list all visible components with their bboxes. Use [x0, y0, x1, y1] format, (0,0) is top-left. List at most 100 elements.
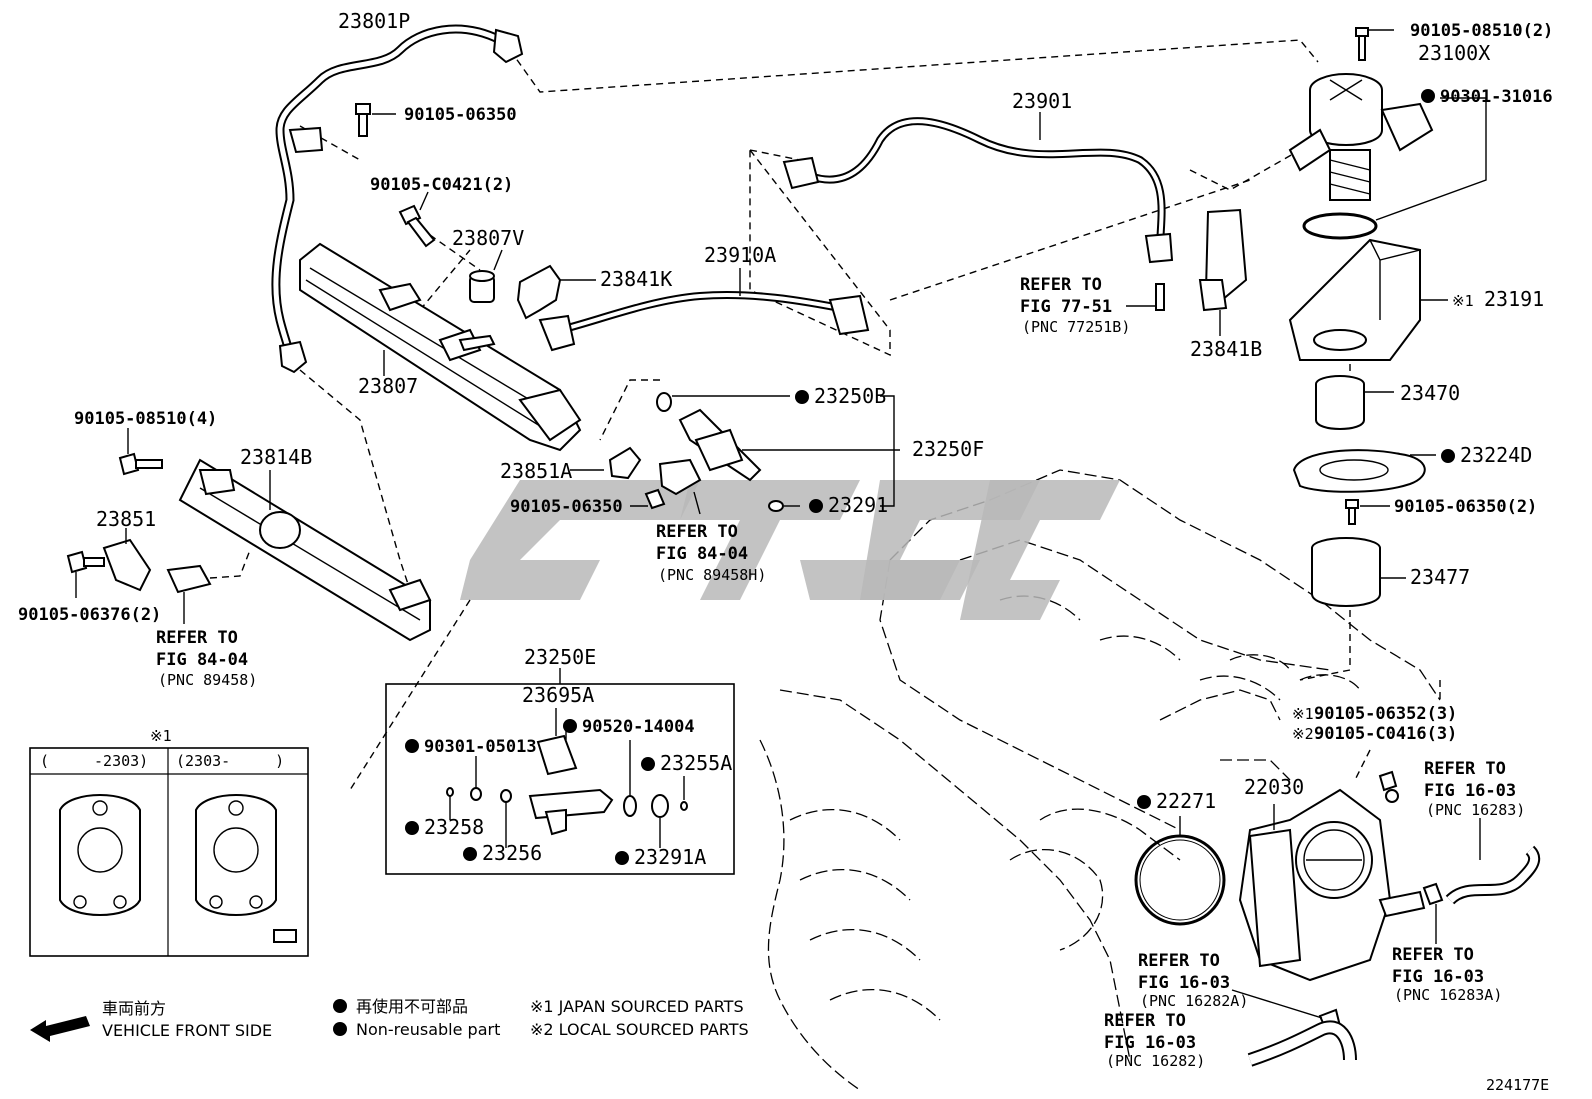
- part-label-22271[interactable]: 22271: [1156, 789, 1216, 813]
- delivery-pipe-23807[interactable]: [299, 242, 582, 452]
- lifter-23470[interactable]: [1315, 375, 1394, 430]
- part-label-23801p[interactable]: 23801P: [338, 9, 410, 33]
- note-mark-1: ※1: [1292, 705, 1314, 723]
- nonreusable-dot-icon: [405, 739, 419, 753]
- part-label-23470[interactable]: 23470: [1400, 381, 1460, 405]
- part-label-90105-08510-4[interactable]: 90105-08510(4): [74, 409, 217, 429]
- hose-clamp-16283a[interactable]: [1422, 882, 1444, 944]
- part-label-23291a[interactable]: 23291A: [634, 845, 706, 869]
- hose-16282[interactable]: [1247, 1020, 1357, 1067]
- nonreusable-dot-icon: [809, 499, 823, 513]
- injector-kit-23250e-box: [385, 668, 735, 875]
- bolt-90105-06376[interactable]: [66, 550, 105, 598]
- part-label-23191[interactable]: 23191: [1484, 287, 1544, 311]
- bolt-90105-06352[interactable]: [1378, 770, 1399, 803]
- part-label-23807v[interactable]: 23807V: [452, 226, 524, 250]
- nonreusable-dot-icon: [615, 851, 629, 865]
- part-label-23256[interactable]: 23256: [482, 841, 542, 865]
- part-label-23291[interactable]: 23291: [828, 493, 888, 517]
- protector-23841k[interactable]: [516, 264, 596, 320]
- gasket-22271[interactable]: [1134, 816, 1226, 926]
- nonreusable-dot-icon: [405, 821, 419, 835]
- part-label-23807[interactable]: 23807: [358, 374, 418, 398]
- part-label-90105-06350-b[interactable]: 90105-06350: [510, 497, 623, 517]
- hose-16283[interactable]: [1445, 818, 1541, 905]
- o-ring-23250b[interactable]: [656, 392, 790, 412]
- part-23851[interactable]: [102, 528, 152, 592]
- nonreuse-dot-icon: [333, 999, 347, 1013]
- part-label-23250b[interactable]: 23250B: [814, 384, 886, 408]
- part-label-23250f[interactable]: 23250F: [912, 437, 984, 461]
- part-label-23255a[interactable]: 23255A: [660, 751, 732, 775]
- sensor-89458[interactable]: [166, 549, 251, 624]
- part-label-90105-08510-2[interactable]: 90105-08510(2): [1410, 21, 1553, 41]
- part-label-23841b[interactable]: 23841B: [1190, 337, 1262, 361]
- throttle-body-22030[interactable]: [1238, 788, 1426, 982]
- ref-pnc: (PNC 77251B): [1022, 318, 1130, 336]
- part-label-23851a[interactable]: 23851A: [500, 459, 572, 483]
- bolt-90105-06350-2[interactable]: [1345, 499, 1390, 525]
- ref-line1: REFER TO: [656, 522, 738, 542]
- nonreusable-dot-icon: [641, 757, 655, 771]
- ref-pnc: (PNC 16282): [1106, 1052, 1205, 1070]
- part-label-90301-05013[interactable]: 90301-05013: [424, 737, 537, 757]
- part-labels: 23801P 90105-06350 90105-C0421(2) 23807V 238…: [18, 9, 1553, 869]
- bolt-90105-06350-mid[interactable]: [630, 488, 666, 510]
- part-label-23841k[interactable]: 23841K: [600, 267, 672, 291]
- injector-23250f[interactable]: [678, 395, 900, 507]
- housing-23477[interactable]: [1311, 537, 1406, 607]
- part-label-23100x[interactable]: 23100X: [1418, 41, 1490, 65]
- gasket-23224d[interactable]: [1292, 449, 1436, 493]
- part-label-23814b[interactable]: 23814B: [240, 445, 312, 469]
- bracket-23191[interactable]: [1288, 238, 1448, 361]
- ref-pnc: (PNC 16282A): [1140, 992, 1248, 1010]
- dashed-connectors: [299, 39, 1441, 791]
- part-label-23224d[interactable]: 23224D: [1460, 443, 1532, 467]
- part-label-23901[interactable]: 23901: [1012, 89, 1072, 113]
- ref-line2: FIG 77-51: [1020, 297, 1112, 317]
- part-label-23258[interactable]: 23258: [424, 815, 484, 839]
- collar-23807v[interactable]: [469, 249, 503, 303]
- part-label-22030[interactable]: 22030: [1244, 775, 1304, 799]
- part-label-90105-c0421[interactable]: 90105-C0421(2): [370, 175, 513, 195]
- bolt-90105-06350-top[interactable]: [355, 103, 396, 137]
- part-label-90105-06376[interactable]: 90105-06376(2): [18, 605, 161, 625]
- note-mark-2: ※2: [1292, 725, 1314, 743]
- ref-pnc: (PNC 16283A): [1394, 986, 1502, 1004]
- connector-23841b[interactable]: [1198, 208, 1248, 336]
- fuel-pump-23100x[interactable]: [1288, 27, 1434, 201]
- bolt-90105-c0421[interactable]: [398, 191, 436, 248]
- legend-nonreuse-en: Non-reusable part: [356, 1020, 500, 1039]
- fuel-tube-23901[interactable]: [782, 112, 1174, 311]
- part-label-23695a[interactable]: 23695A: [522, 683, 594, 707]
- legend-note2: ※2 LOCAL SOURCED PARTS: [530, 1020, 749, 1039]
- bolt-90105-08510-4[interactable]: [118, 428, 163, 476]
- o-ring-90301-31016[interactable]: [1302, 97, 1487, 240]
- part-label-90105-06350-a[interactable]: 90105-06350: [404, 105, 517, 125]
- part-label-23250e[interactable]: 23250E: [524, 645, 596, 669]
- seal-23291[interactable]: [768, 500, 800, 512]
- part-label-90520-14004[interactable]: 90520-14004: [582, 717, 695, 737]
- sensor-plug[interactable]: [658, 458, 702, 515]
- part-label-23851[interactable]: 23851: [96, 507, 156, 531]
- part-label-90105-06352[interactable]: 90105-06352(3): [1314, 704, 1457, 724]
- ref-pnc: (PNC 89458): [158, 671, 257, 689]
- ref-line1: REFER TO: [156, 628, 238, 648]
- note-mark-23191: ※1: [1452, 292, 1474, 310]
- fuel-pipe-23801p[interactable]: [271, 24, 524, 374]
- part-label-23477[interactable]: 23477: [1410, 565, 1470, 589]
- delivery-pipe-23814b[interactable]: [178, 458, 432, 642]
- ref-line2: FIG 84-04: [656, 544, 748, 564]
- inset-col2-header: (2303- ): [176, 752, 284, 770]
- ref-line1: REFER TO: [1104, 1011, 1186, 1031]
- part-label-90105-06350-2[interactable]: 90105-06350(2): [1394, 497, 1537, 517]
- legend-front-en: VEHICLE FRONT SIDE: [102, 1021, 272, 1040]
- injector-kit-23250e[interactable]: [446, 708, 688, 848]
- nonreusable-dot-icon: [463, 847, 477, 861]
- part-label-23910a[interactable]: 23910A: [704, 243, 776, 267]
- clip-23851a[interactable]: [570, 446, 642, 480]
- part-label-90301-31016[interactable]: 90301-31016: [1440, 87, 1553, 107]
- fuel-tube-23910a[interactable]: [538, 268, 870, 352]
- ref-fig-84-04-b: REFER TO FIG 84-04 (PNC 89458): [156, 628, 257, 689]
- part-label-90105-c0416[interactable]: 90105-C0416(3): [1314, 724, 1457, 744]
